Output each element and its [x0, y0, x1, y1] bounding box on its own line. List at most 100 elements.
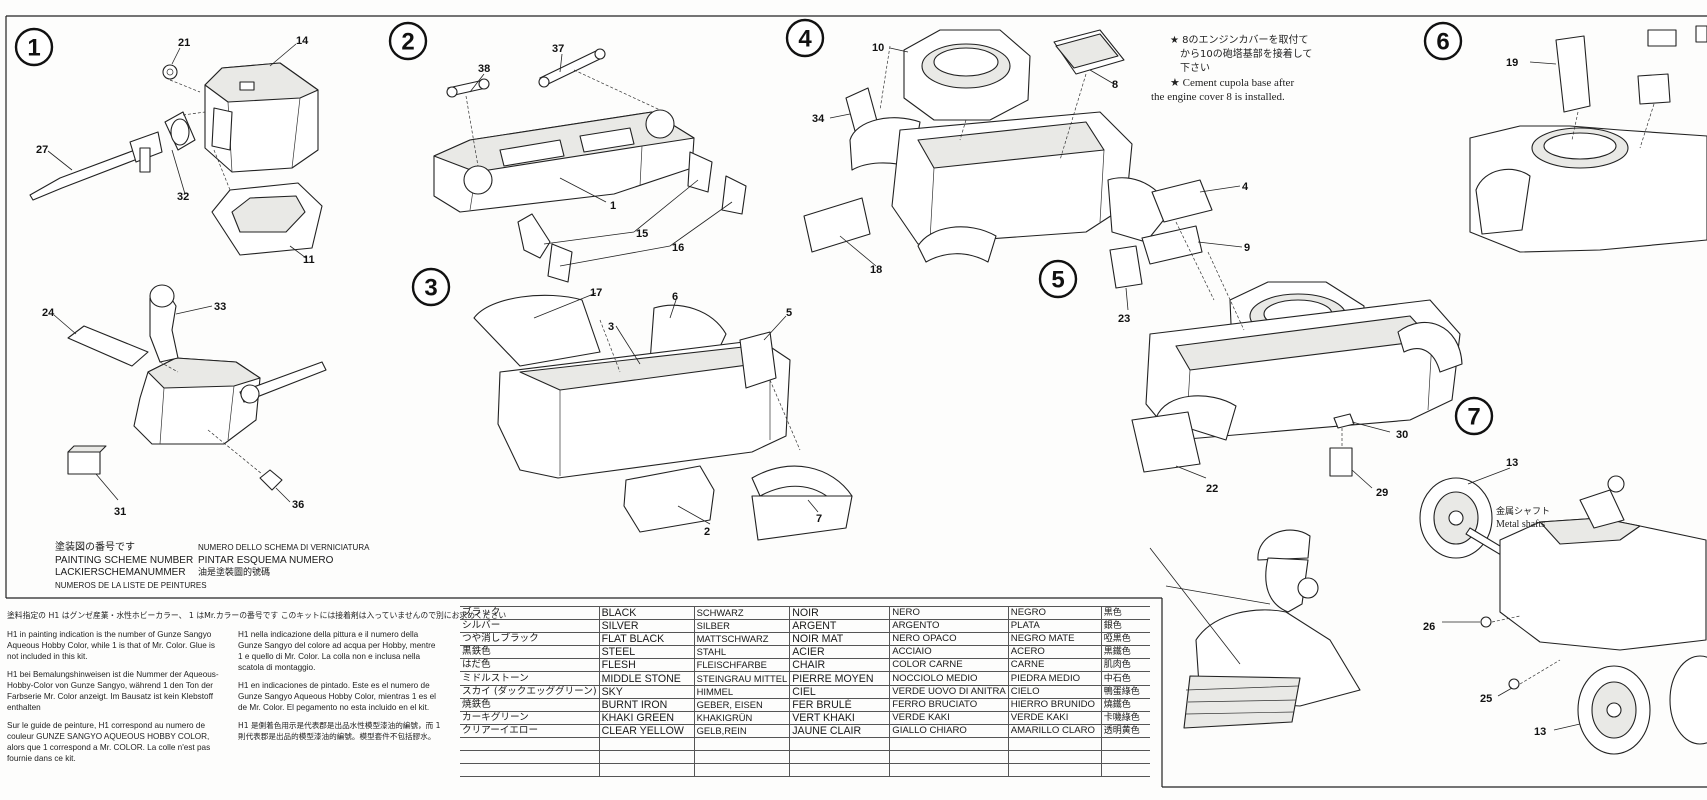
part-number: 4	[1242, 181, 1249, 193]
part-number: 18	[870, 264, 882, 276]
metal-shaft-note: 金属シャフト Metal shafts	[1496, 505, 1550, 530]
part-number: 5	[786, 307, 792, 319]
part-number: 22	[1206, 483, 1218, 495]
frame-lines	[5, 15, 1707, 788]
color-name-en: STEEL	[598, 645, 695, 660]
color-name-en: BURNT IRON	[598, 697, 695, 712]
color-name-it: NOCCIOLO MEDIO	[889, 671, 1009, 686]
color-name-de: MATTSCHWARZ	[693, 632, 790, 647]
step-marker-7: 7	[1454, 396, 1494, 436]
color-name-en	[598, 736, 695, 752]
color-name-fr: NOIR	[789, 605, 890, 621]
color-name-ja: つや消しブラック	[460, 632, 600, 647]
part-number: 9	[1244, 242, 1250, 254]
color-name-zh	[1100, 750, 1150, 765]
step-marker-2: 2	[388, 21, 428, 61]
color-name-zh: 鴨蛋綠色	[1100, 684, 1150, 699]
explanation-de: H1 bei Bemalungshinweisen ist die Nummer…	[7, 670, 219, 712]
color-name-zh: 肌肉色	[1100, 658, 1150, 673]
part-number: 21	[178, 37, 190, 49]
metal-shaft-ja: 金属シャフト	[1496, 505, 1550, 517]
color-name-ja: 焼鉄色	[460, 697, 600, 712]
color-name-it: FERRO BRUCIATO	[889, 697, 1009, 712]
lower-hull-drawing	[473, 294, 853, 541]
scheme-label-de: LACKIERSCHEMANUMMER	[55, 567, 186, 578]
color-name-es: PIEDRA MEDIO	[1007, 671, 1102, 686]
color-name-zh	[1100, 763, 1150, 778]
part-number: 14	[296, 35, 309, 47]
color-name-zh	[1100, 736, 1150, 752]
part-number: 13	[1506, 457, 1518, 469]
scheme-label-ja: 塗装図の番号です	[55, 542, 135, 553]
part-number: 19	[1506, 57, 1518, 69]
color-name-es: CIELO	[1007, 684, 1102, 699]
color-name-es	[1007, 763, 1102, 778]
color-name-de: KHAKIGRÜN	[693, 710, 790, 725]
scheme-label-zh: 油是塗裝圖的號碼	[198, 568, 271, 578]
color-name-it: NERO OPACO	[889, 632, 1009, 647]
star-glyph: ★	[1170, 35, 1182, 46]
part-number: 7	[816, 513, 822, 525]
part-number: 8	[1112, 79, 1118, 91]
color-name-es: AMARILLO CLARO	[1007, 723, 1102, 738]
explanation-zh: H1 是側着色用示是代表郡是出品水性模型漆油的編號，而 1 則代表郡是出品的模型…	[238, 721, 441, 741]
hull-rear-drawing	[1109, 179, 1463, 477]
color-name-en: FLAT BLACK	[598, 632, 695, 647]
step-marker-4: 4	[785, 18, 825, 58]
color-name-ja: スカイ (ダックエッググリーン)	[460, 684, 600, 699]
cupola-note-ja-3: 下さい	[1180, 62, 1210, 74]
color-name-ja: カーキグリーン	[460, 710, 600, 725]
cupola-note: ★ 8のエンジンカバーを取付て から10の砲塔基部を接着して 下さい ★ Cem…	[1151, 33, 1312, 103]
explanation-en: H1 in painting indication is the number …	[7, 630, 215, 661]
color-name-es: NEGRO MATE	[1007, 632, 1102, 647]
part-number: 2	[704, 526, 710, 538]
color-name-ja: ブラック	[460, 605, 600, 621]
chassis-drawing	[433, 48, 747, 283]
color-name-it: NERO	[889, 605, 1009, 621]
color-name-fr: FER BRULÉ	[789, 697, 890, 712]
explanation-right-column: H1 nella indicazione della pittura e il …	[238, 629, 441, 771]
part-number: 34	[812, 113, 825, 125]
color-name-ja: シルバー	[460, 619, 600, 634]
color-name-fr: ACIER	[789, 645, 890, 660]
color-name-fr: ARGENT	[789, 619, 890, 634]
step-number: 7	[1467, 404, 1480, 431]
color-name-es: ACERO	[1007, 645, 1102, 660]
color-name-zh: 透明黄色	[1100, 723, 1150, 738]
color-name-it: GIALLO CHIARO	[889, 723, 1009, 738]
scheme-label-es: PINTAR ESQUEMA NUMERO	[198, 554, 334, 566]
step-number: 3	[424, 275, 437, 302]
color-name-fr	[789, 750, 890, 765]
paint-explanation: 塗料指定の H1 はグンゼ産業・水性ホビーカラー、 1 はMr.カラーの番号です…	[7, 610, 507, 771]
part-labels: 21 14 27 32 11 33 24 31 36 38 37 1 15 16…	[36, 35, 1581, 738]
color-name-es: NEGRO	[1007, 605, 1102, 621]
step-number: 1	[27, 35, 40, 62]
color-name-de: FLEISCHFARBE	[693, 658, 790, 673]
step-marker-3: 3	[411, 267, 451, 307]
color-name-it: ARGENTO	[889, 619, 1009, 634]
part-number: 24	[42, 307, 55, 319]
painting-scheme-legend: 塗装図の番号です NUMERO DELLO SCHEMA DI VERNICIA…	[55, 542, 369, 592]
color-name-fr: PIERRE MOYEN	[789, 671, 890, 686]
explanation-ja: 塗料指定の H1 はグンゼ産業・水性ホビーカラー、 1 はMr.カラーの番号です…	[7, 611, 507, 620]
color-name-zh: 中石色	[1100, 671, 1150, 686]
color-name-en: KHAKI GREEN	[598, 710, 695, 725]
metal-shaft-en: Metal shafts	[1496, 519, 1545, 530]
part-number: 15	[636, 228, 648, 240]
wheels-drawing	[1419, 475, 1707, 755]
color-name-zh: 啞黒色	[1100, 632, 1150, 647]
turret-figure-drawing	[67, 284, 327, 491]
color-name-es	[1007, 750, 1102, 765]
color-row	[460, 750, 1150, 765]
color-name-ja: ミドルストーン	[460, 671, 600, 686]
part-number: 6	[672, 291, 678, 303]
cupola-note-ja-2: から10の砲塔基部を接着して	[1180, 47, 1312, 60]
